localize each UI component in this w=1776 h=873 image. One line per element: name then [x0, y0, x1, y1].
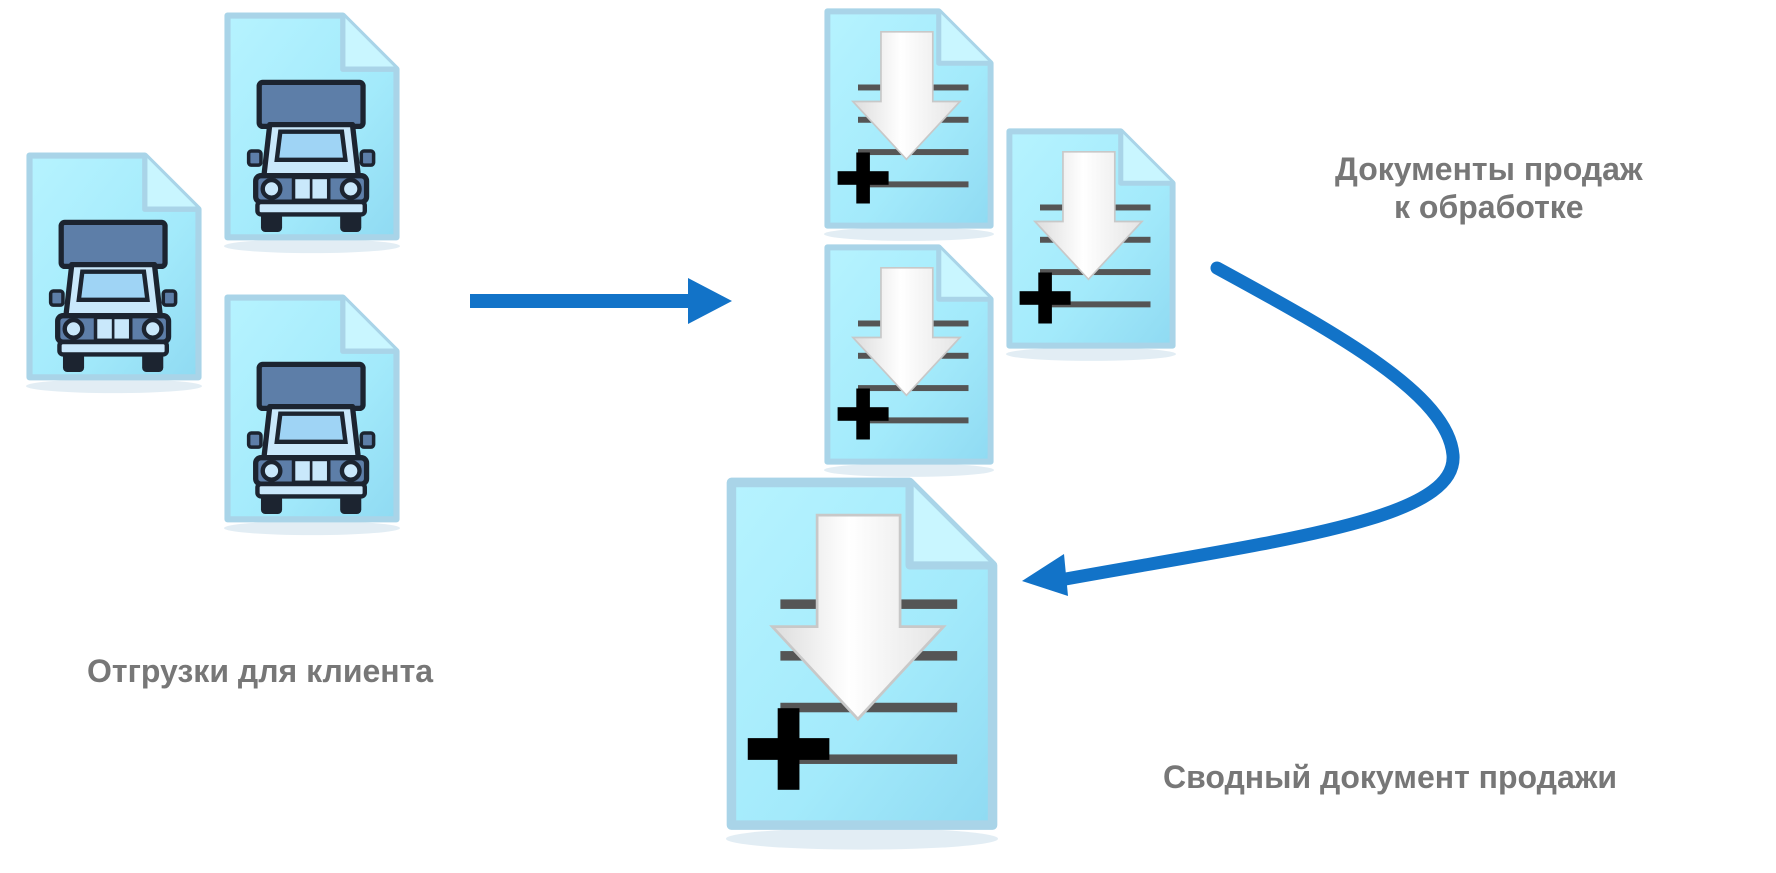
truck-document-icon: [26, 156, 202, 394]
pending-sales-docs-caption: Документы продаж к обработке: [1335, 150, 1643, 226]
sales-document-add-icon: [824, 247, 994, 477]
pending-caption-line-2: к обработке: [1394, 189, 1584, 225]
sales-document-add-icon: [824, 11, 994, 241]
flow-arrow-icon: [470, 278, 732, 324]
truck-document-icon: [224, 16, 400, 254]
summary-doc-caption: Сводный документ продажи: [1163, 759, 1618, 795]
flow-arrow-icon: [1022, 261, 1460, 596]
summary-sales-document-icon: [726, 482, 998, 849]
shipments-caption: Отгрузки для клиента: [87, 653, 434, 689]
pending-caption-line-1: Документы продаж: [1335, 151, 1643, 187]
sales-document-add-icon: [1006, 131, 1176, 361]
truck-document-icon: [224, 298, 400, 536]
